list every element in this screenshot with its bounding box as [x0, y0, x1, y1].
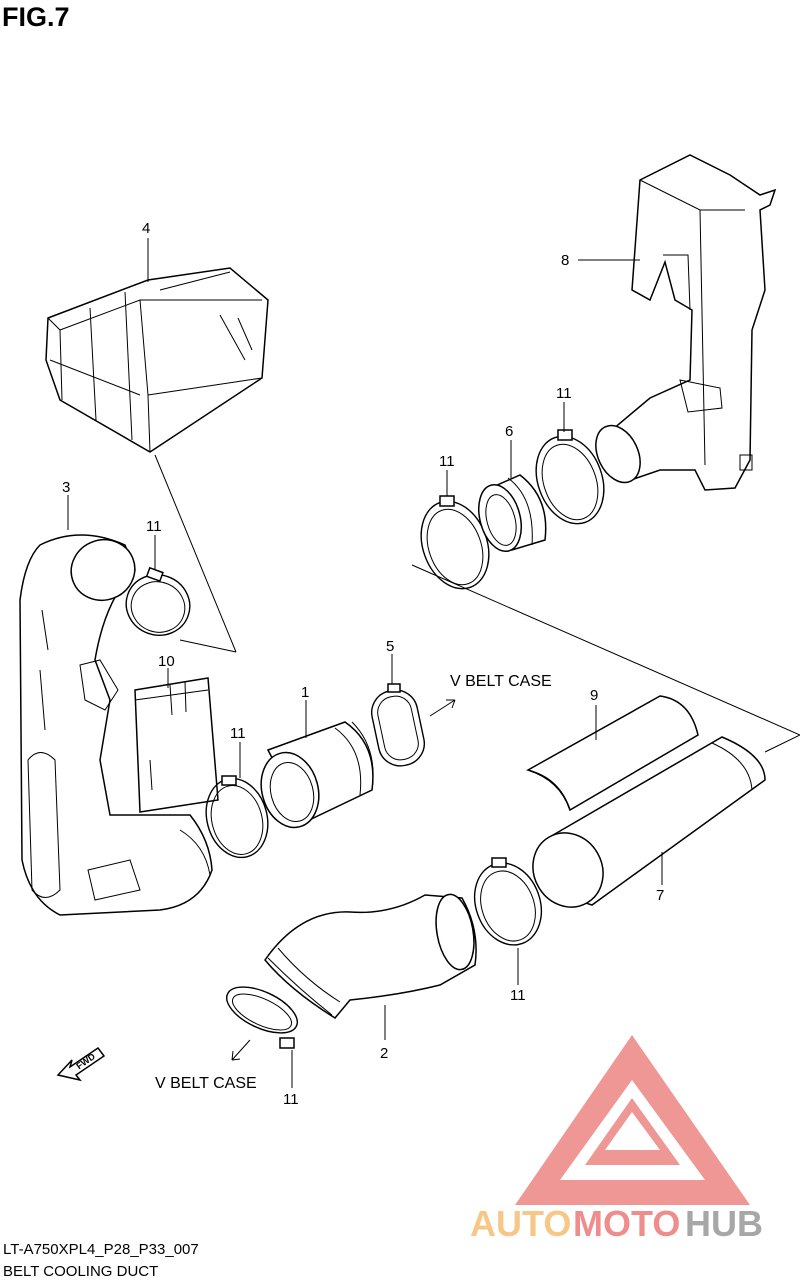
part-3-duct: [19, 534, 213, 916]
label-part-11-e: 11: [439, 453, 455, 470]
label-part-10: 10: [158, 653, 175, 670]
note-v-belt-case-upper: V BELT CASE: [450, 673, 552, 690]
label-part-1: 1: [301, 684, 309, 701]
watermark-hub: HUB: [685, 1203, 763, 1244]
model-code: LT-A750XPL4_P28_P33_007: [3, 1241, 199, 1258]
fwd-arrow-icon: FWD: [56, 1046, 106, 1082]
label-part-11-b: 11: [230, 725, 246, 742]
watermark-wordmark: AUTO MOTO HUB: [470, 1203, 763, 1244]
section-name: BELT COOLING DUCT: [3, 1263, 159, 1280]
label-part-5: 5: [386, 638, 394, 655]
watermark-moto: MOTO: [573, 1203, 680, 1244]
label-part-9: 9: [590, 687, 598, 704]
part-5-seal: [370, 683, 426, 767]
part-11-clamp-f: [535, 429, 605, 525]
label-part-6: 6: [505, 423, 513, 440]
part-7-tube: [532, 736, 766, 908]
part-11-clamp-d: [473, 857, 543, 946]
part-10-pad: [134, 677, 219, 813]
figure-title: FIG.7: [2, 2, 70, 32]
part-11-clamp-c: [226, 986, 298, 1049]
label-part-2: 2: [380, 1045, 388, 1062]
label-part-4: 4: [142, 220, 150, 237]
part-11-clamp-b: [205, 775, 269, 859]
label-part-11-c: 11: [283, 1091, 299, 1108]
part-9-shell: [526, 695, 699, 812]
label-part-11-d: 11: [510, 987, 526, 1004]
part-8-duct: [595, 154, 777, 491]
watermark-auto: AUTO: [470, 1203, 571, 1244]
part-11-clamp-a: [125, 566, 191, 636]
watermark-logo: [515, 1035, 750, 1205]
label-part-11-f: 11: [556, 385, 572, 402]
part-4-cover: [45, 267, 269, 453]
label-part-8: 8: [561, 252, 569, 269]
label-part-11-a: 11: [146, 518, 162, 535]
label-part-3: 3: [62, 479, 70, 496]
note-v-belt-case-lower: V BELT CASE: [155, 1075, 257, 1092]
part-6-coupler: [478, 474, 547, 552]
label-part-7: 7: [656, 887, 664, 904]
part-1-sleeve: [260, 721, 374, 829]
part-2-elbow-duct: [264, 893, 477, 1019]
